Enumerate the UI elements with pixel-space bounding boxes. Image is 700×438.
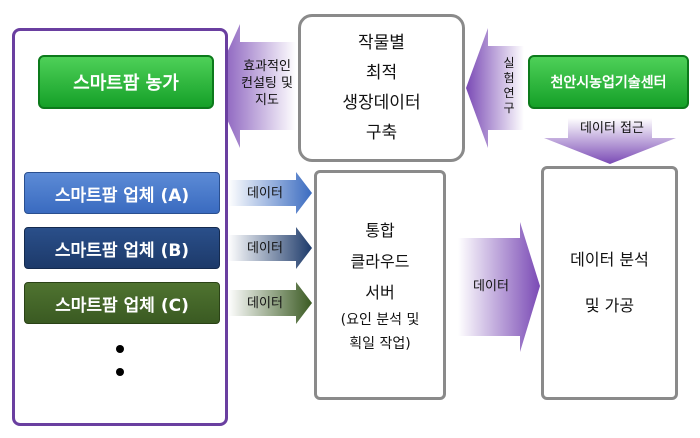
data-arrow-c <box>228 282 312 324</box>
research-label: 실 험 연 구 <box>503 56 515 115</box>
data-arrow-a <box>228 172 312 214</box>
cloud-server-box: 통합 클라우드 서버 (요인 분석 및 획일 작업) <box>314 170 446 400</box>
smart-farm-company-b: 스마트팜 업체 (B) <box>24 227 220 269</box>
research-arrow <box>466 28 524 148</box>
ellipsis-dot <box>116 368 124 376</box>
data-access-label: 데이터 접근 <box>580 121 644 136</box>
cheonan-agri-tech-center: 천안시농업기술센터 <box>528 55 689 109</box>
data-label-c: 데이터 <box>247 296 283 311</box>
data-label-b: 데이터 <box>247 241 283 256</box>
smart-farm-company-a: 스마트팜 업체 (A) <box>24 172 220 214</box>
data-access-arrow <box>544 118 676 164</box>
data-label-analysis: 데이터 <box>473 279 509 294</box>
ellipsis-dot <box>116 345 124 353</box>
smart-farm-company-c: 스마트팜 업체 (C) <box>24 282 220 324</box>
data-analysis-box: 데이터 분석 및 가공 <box>541 166 678 400</box>
data-arrow-b <box>228 227 312 269</box>
growth-data-box: 작물별 최적 생장데이터 구축 <box>298 14 465 162</box>
consulting-label: 효과적인 컨설팅 및 지도 <box>241 59 293 108</box>
data-arrow-analysis <box>458 222 540 352</box>
consulting-arrow <box>212 24 296 148</box>
data-label-a: 데이터 <box>247 186 283 201</box>
smart-farm-farmers: 스마트팜 농가 <box>38 55 214 109</box>
